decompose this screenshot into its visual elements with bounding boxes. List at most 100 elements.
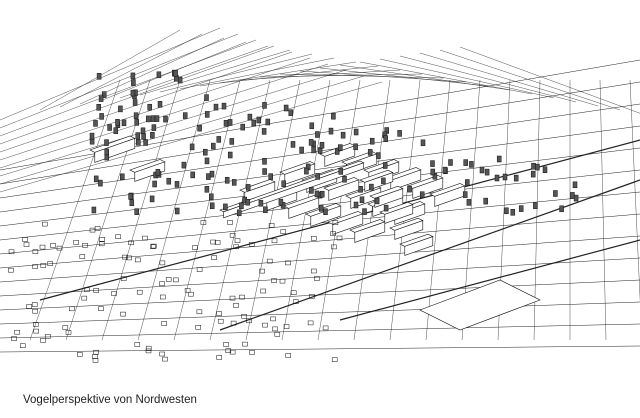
house — [369, 137, 375, 145]
house — [79, 254, 86, 259]
house — [126, 255, 132, 261]
house — [69, 306, 75, 312]
house — [239, 294, 245, 300]
street-line — [399, 55, 577, 103]
house — [245, 184, 251, 191]
house — [285, 260, 291, 266]
house — [251, 119, 257, 127]
street-line — [279, 73, 445, 79]
house — [332, 220, 339, 225]
street-line — [0, 345, 640, 353]
house — [227, 119, 233, 126]
house — [338, 168, 344, 175]
house — [479, 166, 485, 174]
house — [281, 180, 286, 187]
house — [233, 244, 239, 250]
house — [93, 349, 99, 355]
street-line — [0, 169, 640, 241]
house — [274, 332, 281, 337]
drawing-caption: Vogelperspektive von Nordwesten — [23, 394, 197, 406]
house — [92, 358, 99, 363]
house — [223, 203, 228, 211]
house — [531, 162, 536, 170]
house — [223, 342, 229, 347]
house — [159, 351, 165, 357]
building-block — [219, 160, 365, 219]
house — [465, 179, 470, 186]
house — [259, 268, 265, 274]
house — [204, 111, 210, 118]
house — [197, 124, 202, 132]
house — [448, 159, 453, 166]
street-line — [339, 64, 511, 91]
street-line — [629, 79, 640, 302]
birds-eye-site-drawing — [0, 27, 640, 363]
street-line — [0, 81, 640, 185]
house — [26, 304, 32, 309]
house — [462, 191, 468, 198]
street-line — [353, 79, 391, 341]
street-line — [0, 33, 239, 129]
house — [382, 162, 388, 169]
house — [204, 157, 210, 165]
house — [77, 352, 83, 357]
house — [32, 264, 38, 269]
house — [177, 76, 183, 84]
house — [104, 148, 109, 156]
house — [315, 131, 320, 138]
house — [173, 277, 179, 283]
house — [147, 103, 152, 111]
house — [280, 229, 287, 234]
street-line — [0, 27, 221, 121]
house — [308, 139, 314, 146]
house — [134, 119, 139, 126]
house — [463, 159, 468, 166]
street-line — [119, 45, 269, 99]
house — [142, 235, 148, 241]
house — [91, 206, 97, 214]
house — [263, 206, 268, 214]
house — [340, 131, 346, 139]
house — [129, 199, 135, 206]
house — [234, 238, 241, 243]
building-block — [389, 217, 424, 240]
house — [271, 238, 278, 244]
house — [84, 287, 90, 292]
house — [150, 115, 156, 122]
house — [342, 175, 347, 183]
house — [99, 237, 105, 242]
house — [261, 128, 267, 135]
house — [131, 79, 136, 86]
house — [160, 294, 166, 300]
house — [283, 324, 290, 329]
house — [182, 112, 188, 119]
house — [336, 235, 343, 241]
house — [132, 99, 138, 106]
house — [245, 198, 251, 206]
house — [163, 115, 168, 123]
house — [240, 123, 245, 131]
house — [229, 233, 236, 238]
house — [311, 236, 317, 241]
house — [430, 168, 436, 176]
house — [140, 127, 146, 135]
house — [161, 321, 167, 326]
house — [572, 181, 578, 189]
house — [369, 183, 374, 191]
house — [227, 220, 233, 225]
house — [184, 288, 191, 293]
house — [502, 173, 508, 181]
street-line — [101, 79, 181, 341]
house — [314, 190, 320, 198]
house — [209, 193, 214, 201]
street-line — [533, 79, 541, 341]
house — [397, 130, 402, 137]
street-line — [439, 49, 621, 111]
house — [542, 166, 548, 173]
house — [32, 249, 39, 254]
house — [484, 168, 490, 176]
house — [319, 142, 325, 149]
house — [31, 302, 38, 307]
street-line — [0, 235, 640, 283]
house — [89, 132, 95, 140]
